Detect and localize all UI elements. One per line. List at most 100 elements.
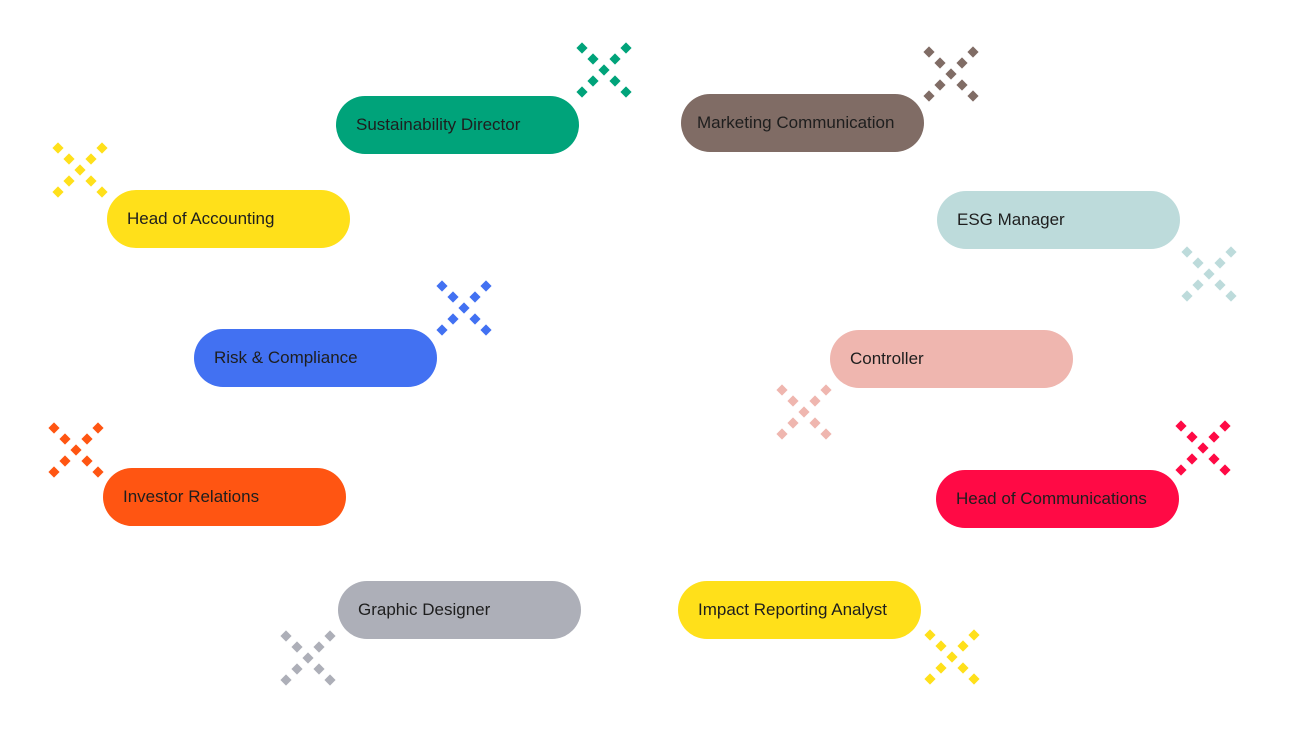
diamond-shape [620, 86, 632, 98]
diamond-shape [436, 280, 448, 292]
diamond-shape [458, 302, 470, 314]
diamond-shape [313, 663, 325, 675]
diamond-shape [96, 186, 108, 198]
diamond-shape [598, 64, 610, 76]
role-label: Risk & Compliance [214, 348, 358, 367]
diamond-shape [956, 79, 968, 91]
diamond-shape [957, 640, 969, 652]
diamond-shape [1175, 464, 1187, 476]
diamond-shape [324, 674, 336, 686]
diamond-shape [1214, 279, 1226, 291]
diamond-shape [324, 630, 336, 642]
diamond-shape [820, 384, 832, 396]
diamond-shape [1186, 453, 1198, 465]
diamond-shape [967, 90, 979, 102]
diamond-shape [85, 153, 97, 165]
diamond-shape [620, 42, 632, 54]
diamond-shape [52, 186, 64, 198]
diamond-shape [587, 75, 599, 87]
diamond-shape [1208, 431, 1220, 443]
role-pill-head-of-communications: Head of Communications [936, 470, 1179, 528]
diamond-cross-icon [921, 44, 981, 104]
diamond-shape [934, 57, 946, 69]
diamond-shape [96, 142, 108, 154]
diamond-shape [469, 291, 481, 303]
diamond-cross-icon [574, 40, 634, 100]
diamond-shape [291, 641, 303, 653]
role-label: Controller [850, 349, 924, 368]
role-label: Impact Reporting Analyst [698, 600, 887, 619]
diamond-shape [935, 640, 947, 652]
role-label: Marketing Communication [697, 113, 895, 132]
diamond-shape [1208, 453, 1220, 465]
diamond-shape [967, 46, 979, 58]
diamond-shape [85, 175, 97, 187]
diamond-shape [787, 417, 799, 429]
diamond-shape [776, 428, 788, 440]
role-pill-esg-manager: ESG Manager [937, 191, 1180, 249]
diamond-shape [809, 395, 821, 407]
role-label: Head of Communications [956, 489, 1147, 508]
diamond-shape [92, 422, 104, 434]
diamond-shape [946, 651, 958, 663]
diamond-shape [956, 57, 968, 69]
diamond-shape [63, 175, 75, 187]
diamond-shape [1181, 290, 1193, 302]
diamond-shape [924, 673, 936, 685]
diamond-shape [1175, 420, 1187, 432]
diamond-shape [436, 324, 448, 336]
diamond-shape [1219, 420, 1231, 432]
diamond-cross-icon [46, 420, 106, 480]
diamond-shape [923, 46, 935, 58]
diamond-shape [923, 90, 935, 102]
diamond-shape [447, 291, 459, 303]
diamond-shape [968, 629, 980, 641]
diamond-shape [313, 641, 325, 653]
diamond-shape [70, 444, 82, 456]
diamond-shape [291, 663, 303, 675]
diamond-shape [924, 629, 936, 641]
diamond-shape [59, 455, 71, 467]
diamond-shape [92, 466, 104, 478]
role-pill-investor-relations: Investor Relations [103, 468, 346, 526]
diamond-shape [74, 164, 86, 176]
diamond-shape [809, 417, 821, 429]
diamond-shape [59, 433, 71, 445]
diamond-cross-icon [922, 627, 982, 687]
diamond-shape [48, 422, 60, 434]
diamond-shape [576, 86, 588, 98]
diamond-shape [587, 53, 599, 65]
diamond-shape [1225, 290, 1237, 302]
diamond-cross-icon [278, 628, 338, 688]
diamond-shape [280, 630, 292, 642]
diamond-shape [776, 384, 788, 396]
role-pill-impact-reporting-analyst: Impact Reporting Analyst [678, 581, 921, 639]
role-pill-graphic-designer: Graphic Designer [338, 581, 581, 639]
diamond-shape [1181, 246, 1193, 258]
diamond-shape [447, 313, 459, 325]
diamond-shape [968, 673, 980, 685]
diamond-shape [480, 324, 492, 336]
role-label: Investor Relations [123, 487, 260, 506]
diamond-shape [609, 75, 621, 87]
diamond-shape [609, 53, 621, 65]
diamond-shape [945, 68, 957, 80]
diamond-shape [81, 433, 93, 445]
role-pill-risk-compliance: Risk & Compliance [194, 329, 437, 387]
diamond-cross-icon [434, 278, 494, 338]
diamond-shape [1197, 442, 1209, 454]
role-label: ESG Manager [957, 210, 1065, 229]
diamond-cross-icon [774, 382, 834, 442]
diamond-shape [1219, 464, 1231, 476]
diamond-cross-icon [50, 140, 110, 200]
diamond-shape [52, 142, 64, 154]
diamond-shape [957, 662, 969, 674]
diamond-shape [820, 428, 832, 440]
diamond-shape [1192, 257, 1204, 269]
diamond-shape [1192, 279, 1204, 291]
role-pill-marketing-communication: Marketing Communication [681, 94, 924, 152]
diamond-shape [469, 313, 481, 325]
diamond-shape [63, 153, 75, 165]
diamond-shape [1214, 257, 1226, 269]
diamond-shape [934, 79, 946, 91]
